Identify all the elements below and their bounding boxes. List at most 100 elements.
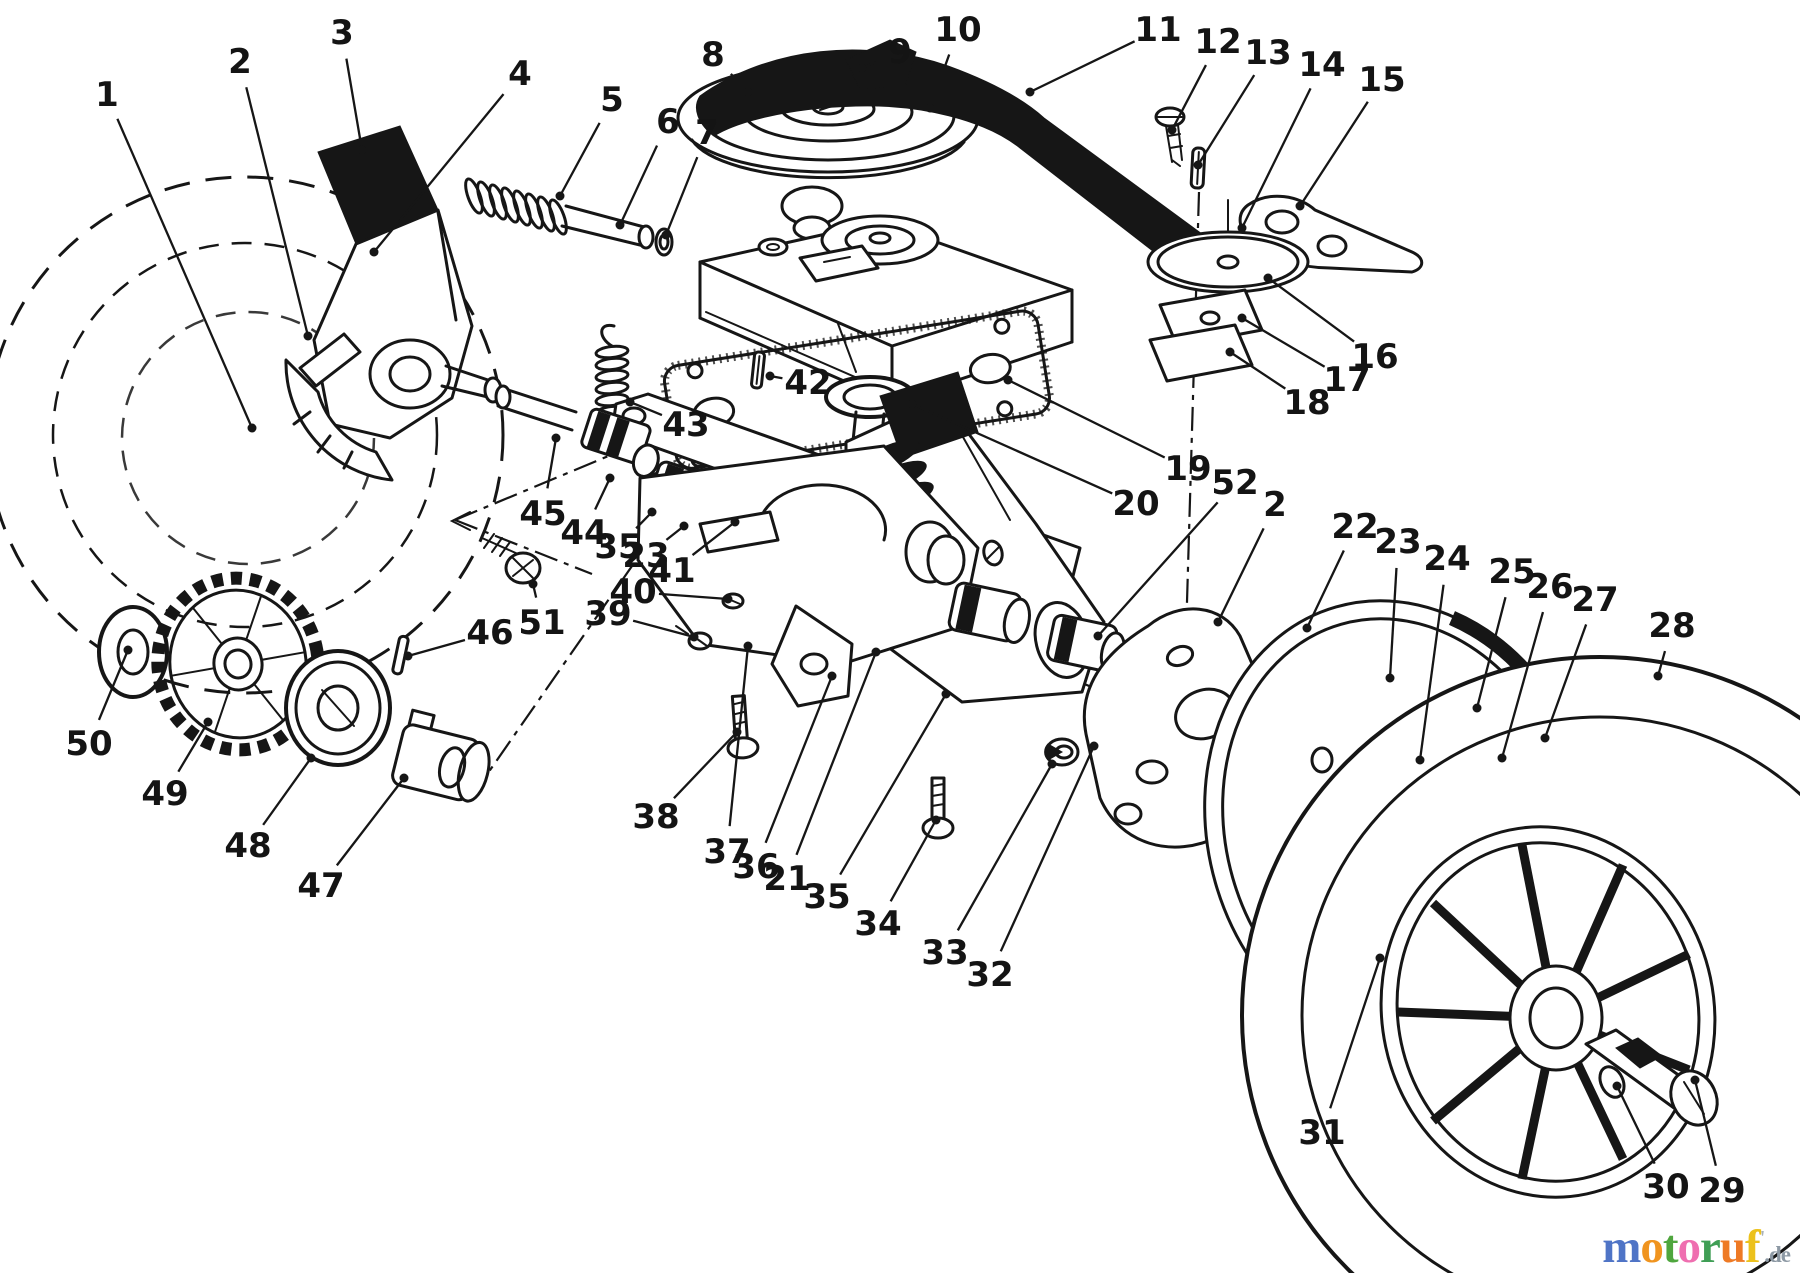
part-number: 4: [508, 54, 532, 94]
part-number: 23: [1374, 522, 1421, 562]
leader-line: [1241, 317, 1326, 368]
callout-6: 6: [615, 102, 680, 230]
leader-dot: [1540, 733, 1550, 743]
callout-52: 52: [1093, 463, 1259, 641]
leader-dot: [871, 647, 881, 657]
part-number: 21: [763, 859, 810, 899]
leader-line: [546, 437, 558, 489]
leader-line: [407, 638, 466, 658]
leader-dot: [647, 507, 657, 517]
logo-letter: o: [1640, 1221, 1663, 1273]
callout-10: 10: [925, 10, 982, 113]
callout-36: 36: [732, 671, 837, 887]
leader-line: [177, 721, 209, 773]
leader-dot: [1690, 1075, 1700, 1085]
callout-51: 51: [518, 579, 566, 643]
drive-gear-cluster: [97, 571, 491, 803]
leader-dot: [303, 331, 313, 341]
callout-23: 23: [622, 521, 689, 576]
callout-32: 32: [966, 741, 1099, 995]
leader-dot: [1225, 347, 1235, 357]
part-number: 31: [1298, 1113, 1345, 1153]
part-number: 46: [466, 613, 513, 653]
logo-letter: t: [1662, 1221, 1679, 1273]
leader-dot: [661, 230, 671, 240]
part-number: 9: [888, 32, 912, 72]
leader-dot: [1025, 87, 1035, 97]
callout-20: 20: [907, 399, 1160, 524]
leader-line: [889, 819, 938, 902]
leader-dot: [615, 220, 625, 230]
part-number: 15: [1358, 60, 1405, 100]
leader-line: [632, 619, 695, 639]
part-number: 44: [560, 513, 607, 553]
leader-dot: [1263, 273, 1273, 283]
callout-35: 35: [594, 507, 657, 567]
leader-dot: [907, 399, 917, 409]
part-number: 41: [648, 551, 695, 591]
callout-17: 17: [1237, 313, 1371, 400]
leader-line: [1267, 277, 1355, 343]
leader-line: [956, 763, 1054, 931]
inspection-hatch: [798, 244, 880, 283]
leader-line: [1007, 378, 1166, 459]
callout-4: 4: [369, 54, 532, 257]
leader-dot: [1612, 1081, 1622, 1091]
callout-31: 31: [1298, 953, 1385, 1153]
leader-dot: [1213, 617, 1223, 627]
leader-line: [1197, 74, 1256, 166]
part-number: 50: [65, 724, 112, 764]
callout-41: 41: [648, 517, 740, 591]
callout-38: 38: [632, 727, 742, 837]
thrust-washer: [97, 605, 169, 699]
leader-line: [116, 118, 254, 429]
callout-14: 14: [1237, 45, 1346, 233]
part-number: 5: [600, 80, 624, 120]
leader-dot: [679, 521, 689, 531]
leader-line: [97, 649, 130, 721]
callout-21: 21: [763, 647, 881, 899]
leader-dot: [827, 671, 837, 681]
leader-line: [594, 477, 612, 510]
part-number: 28: [1648, 606, 1695, 646]
part-number: 48: [224, 826, 271, 866]
callout-24: 24: [1415, 539, 1471, 765]
motoruf-logo[interactable]: motoruf'.de: [1602, 1221, 1791, 1273]
part-number: 51: [518, 603, 565, 643]
part-number: 42: [784, 363, 831, 403]
latch-sector: [284, 358, 394, 482]
leader-line: [1693, 1079, 1717, 1167]
part-number: 2: [228, 42, 252, 82]
oil-cap: [757, 237, 789, 257]
callout-2: 2: [228, 42, 313, 341]
ghost-wheel-outline: [0, 175, 505, 695]
leader-line: [262, 757, 312, 826]
part-number: 33: [921, 933, 968, 973]
leader-line: [673, 731, 738, 799]
callout-27: 27: [1540, 580, 1619, 743]
callout-16: 16: [1263, 273, 1399, 377]
belt-keeper: [845, 39, 917, 91]
callout-34: 34: [854, 815, 941, 944]
leader-dot: [399, 773, 409, 783]
name-plate: [698, 510, 780, 554]
leader-line: [795, 651, 878, 856]
part-number: 43: [662, 405, 709, 445]
callout-42: 42: [765, 363, 832, 403]
callout-50: 50: [65, 645, 133, 764]
part-number: 12: [1194, 22, 1241, 62]
callout-46: 46: [403, 613, 514, 661]
leader-dot: [1472, 703, 1482, 713]
part-number: 52: [1211, 463, 1258, 503]
leader-dot: [1653, 671, 1663, 681]
leader-line: [618, 145, 659, 226]
arm-hub: [368, 338, 452, 410]
gear-case-cover: [698, 214, 1074, 404]
leader-dot: [203, 717, 213, 727]
leader-dot: [1003, 375, 1013, 385]
part-number: 18: [1283, 383, 1330, 423]
part-number: 40: [609, 572, 656, 612]
part-number: 30: [1642, 1167, 1689, 1207]
callout-2: 2: [1213, 485, 1287, 627]
part-number: 17: [1323, 360, 1370, 400]
